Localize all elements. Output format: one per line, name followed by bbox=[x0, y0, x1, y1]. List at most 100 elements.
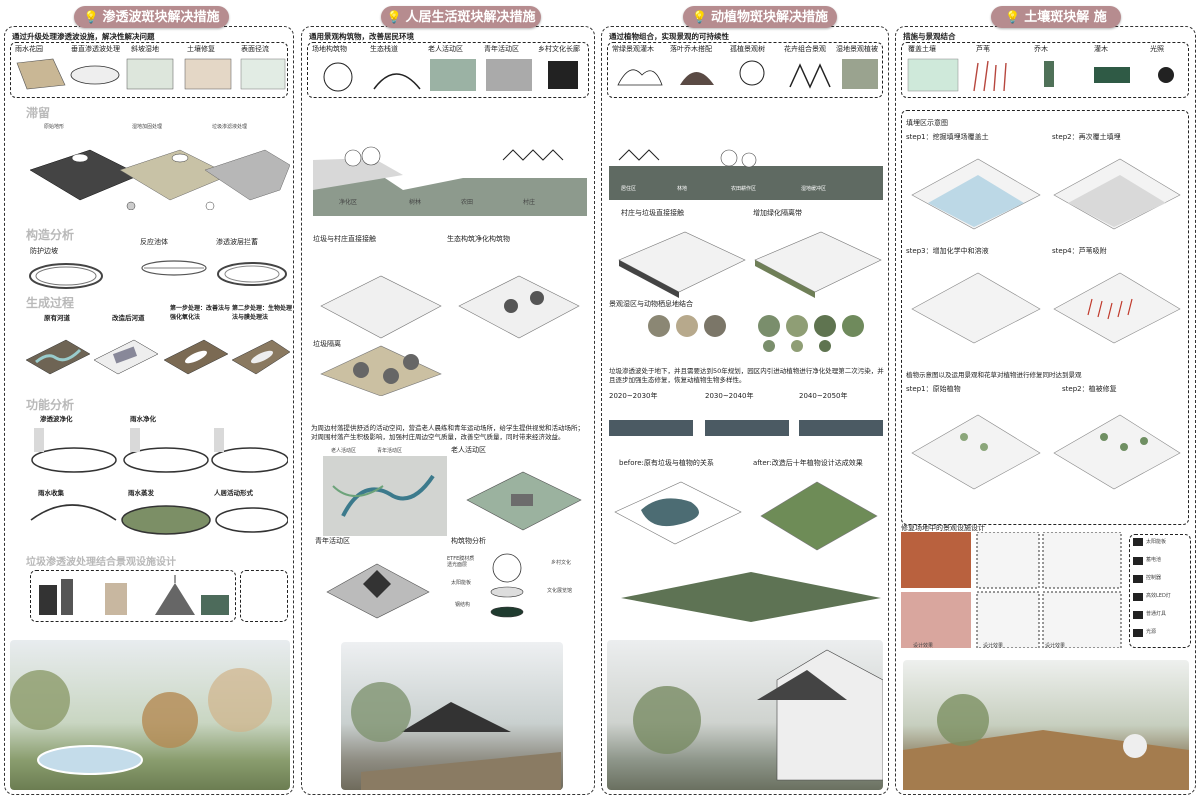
subsection-title: 村庄与垃圾直接接触 bbox=[621, 209, 684, 217]
residential-axonometric bbox=[320, 275, 580, 396]
solar-panel-icon bbox=[1133, 538, 1143, 546]
icon-strip-art bbox=[323, 59, 578, 92]
lamp-icon bbox=[1133, 611, 1143, 619]
step-label: step2：植被修复 bbox=[1062, 385, 1117, 393]
landscape-facility-art bbox=[39, 575, 229, 615]
soil-cover-icon bbox=[907, 58, 959, 92]
photo-caption: 设计效果 bbox=[983, 643, 1004, 649]
landscape-facility-box bbox=[30, 570, 236, 622]
icon-label: 表面径流 bbox=[241, 45, 269, 53]
lightbulb-icon: 💡 bbox=[386, 10, 402, 24]
timeline-label: 2020~2030年 bbox=[609, 392, 658, 400]
zone-title: 构筑物分析 bbox=[451, 537, 486, 545]
reed-icon bbox=[973, 60, 1007, 92]
process-label: 第二步处理：生物处理法与膜处理法 bbox=[232, 305, 293, 321]
landfill-diagram-box: 填埋区示意图 step1：挖掘填埋场覆盖土 step2：再次覆土填埋 step3… bbox=[901, 110, 1189, 525]
analysis-label: 钢结构 bbox=[455, 602, 471, 608]
section-label: 林地 bbox=[677, 186, 688, 192]
description-text: 为周边村落提供舒适的活动空间，营造老人晨练和青年运动场所，给学生提供视觉和活动场… bbox=[311, 424, 584, 441]
render-photo bbox=[10, 640, 290, 790]
section-label: 树林 bbox=[409, 199, 422, 206]
panel-title-pill: 💡动植物斑块解决措施 bbox=[683, 6, 837, 28]
icon-label: 常绿景观灌木 bbox=[612, 45, 654, 53]
shrub-icon bbox=[617, 69, 663, 86]
function-diagram bbox=[30, 428, 288, 535]
timeline-sections bbox=[609, 420, 883, 436]
section-title-retain: 滞留 bbox=[26, 106, 51, 120]
panel-intro: 通过植物组合，实现景观的可持续性 bbox=[609, 32, 729, 41]
icon-label: 土壤修复 bbox=[187, 45, 215, 53]
process-label: 第一步处理：改善法与强化氧化法 bbox=[170, 305, 231, 321]
photo-caption: 设计效果 bbox=[913, 643, 934, 649]
icon-strip: 雨水花园 垂直渗透波处理 斜坡湿地 土壤修复 表面径流 bbox=[10, 42, 288, 98]
leaf-filter-icon bbox=[70, 65, 120, 85]
function-label: 雨水蒸发 bbox=[128, 489, 154, 497]
construct-label: 渗透波层拦蓄 bbox=[216, 238, 258, 246]
sun-icon bbox=[1158, 67, 1174, 83]
lightbulb-icon: 💡 bbox=[83, 10, 99, 24]
icon-label: 覆盖土壤 bbox=[908, 45, 936, 53]
before-label: before:原有垃圾与植物的关系 bbox=[619, 459, 714, 467]
buffer-axonometric bbox=[618, 231, 882, 298]
timeline-label: 2030~2040年 bbox=[705, 392, 754, 400]
panel-soil: 💡土壤斑块解 施 措施与景观结合 覆盖土壤 芦苇 乔木 灌木 光照 填埋区示意图… bbox=[895, 0, 1196, 795]
lightbulb-icon: 💡 bbox=[692, 10, 707, 24]
render-art bbox=[10, 668, 272, 775]
before-after bbox=[614, 481, 881, 622]
tree-icon bbox=[1044, 61, 1054, 87]
facility-photo-grid bbox=[901, 532, 1123, 648]
retain-label: 原始地形 bbox=[44, 124, 65, 130]
section-label: 农田耕作区 bbox=[731, 186, 757, 192]
youth-zone-icon bbox=[486, 59, 532, 91]
icon-strip: 覆盖土壤 芦苇 乔木 灌木 光照 bbox=[901, 42, 1189, 98]
icon-label: 斜坡湿地 bbox=[131, 45, 159, 53]
subsection-title: 修复场地中的景观设施设计 bbox=[901, 524, 985, 532]
panel-residential: 💡人居生活斑块解决措施 通用景观构筑物，改善居民环境 场地构筑物 生态栈道 老人… bbox=[301, 0, 595, 795]
panel-flora-fauna: 💡动植物斑块解决措施 通过植物组合，实现景观的可持续性 常绿景观灌木 落叶乔木搭… bbox=[601, 0, 889, 795]
step-label: step3：增加化学中和溶液 bbox=[906, 247, 989, 255]
icon-label: 青年活动区 bbox=[484, 45, 519, 53]
shrub-icon bbox=[1094, 67, 1130, 83]
panel-intro: 措施与景观结合 bbox=[903, 32, 956, 41]
function-label: 雨水收集 bbox=[38, 489, 64, 497]
analysis-label: ETFE膜材质 透光面层 bbox=[447, 556, 475, 568]
process-label: 改造后河道 bbox=[112, 314, 145, 322]
icon-label: 场地构筑物 bbox=[312, 45, 347, 53]
panel-title-pill: 💡人居生活斑块解决措施 bbox=[381, 6, 541, 28]
subsection-title: 植物示意图以及运用景观和花草对植物进行修复同时达到景观 bbox=[906, 371, 1082, 379]
icon-label: 生态栈道 bbox=[370, 45, 398, 53]
panel-intro: 通用景观构筑物，改善居民环境 bbox=[309, 32, 414, 41]
lightbulb-icon: 💡 bbox=[1005, 10, 1021, 24]
subsection-title: 景观湿区与动物栖息地结合 bbox=[609, 300, 693, 308]
function-label: 雨水净化 bbox=[130, 415, 156, 423]
site-map bbox=[323, 456, 447, 536]
flower-icon bbox=[789, 63, 831, 89]
soil-repair-icon bbox=[184, 58, 232, 90]
section-label: 湿地缓冲区 bbox=[801, 186, 827, 192]
description-text: 垃圾渗透波处于地下，并且需要达到50年规划，园区内引进动植物进行净化处理第二次污… bbox=[609, 367, 884, 384]
facility-photos bbox=[901, 532, 1122, 648]
legend-icons bbox=[1133, 538, 1143, 637]
step-label: step1：挖掘填埋场覆盖土 bbox=[906, 133, 989, 141]
render-photo bbox=[903, 660, 1189, 790]
section-label: 居住区 bbox=[621, 186, 637, 192]
section-title-landscape: 垃圾渗透波处理结合景观设施设计 bbox=[26, 557, 176, 568]
icon-label: 光照 bbox=[1150, 45, 1164, 53]
process-label: 原有河道 bbox=[44, 314, 70, 322]
zone-title: 老人活动区 bbox=[451, 446, 486, 454]
dome-icon bbox=[323, 62, 353, 92]
section-label: 净化区 bbox=[339, 199, 358, 206]
legend-item: 光源 bbox=[1146, 629, 1157, 635]
slope-wetland-icon bbox=[126, 58, 174, 90]
function-label: 渗透波净化 bbox=[40, 415, 73, 423]
render-art bbox=[351, 682, 561, 790]
elder-zone-icon bbox=[430, 59, 476, 91]
function-label: 人居活动形式 bbox=[214, 489, 253, 497]
timeline-label: 2040~2050年 bbox=[799, 392, 848, 400]
icon-label: 孤植景观树 bbox=[730, 45, 765, 53]
icon-label: 乔木 bbox=[1034, 45, 1048, 53]
panel-intro: 通过升级处理渗透波设施，解决性解决问题 bbox=[12, 32, 155, 41]
icon-strip-art bbox=[617, 59, 878, 89]
battery-icon bbox=[1133, 557, 1143, 565]
species-photos bbox=[648, 315, 864, 352]
